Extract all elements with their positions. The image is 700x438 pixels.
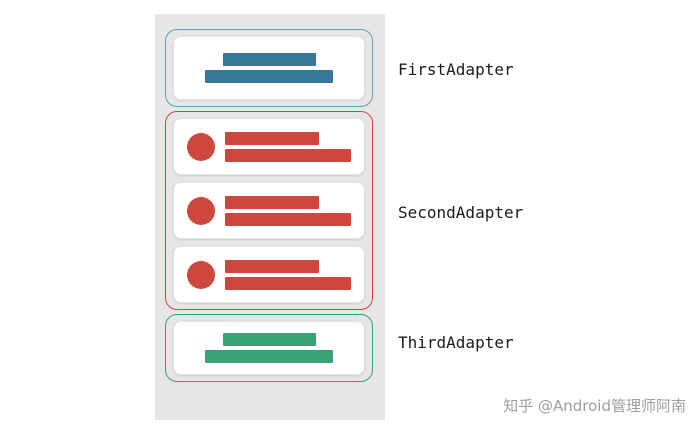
text-line-bar — [222, 333, 316, 346]
avatar-icon — [187, 132, 215, 161]
second-adapter-list-item — [173, 118, 365, 175]
text-line-bar — [225, 148, 351, 162]
text-line-bar — [225, 131, 319, 145]
third-adapter-list-item — [173, 321, 365, 375]
text-line-bar — [225, 195, 319, 209]
watermark-text: 知乎 @Android管理师阿南 — [503, 397, 686, 415]
text-lines — [225, 195, 351, 226]
third-adapter-outline — [165, 314, 373, 382]
first-adapter-outline — [165, 29, 373, 107]
text-lines — [225, 259, 351, 290]
text-line-bar — [222, 53, 316, 66]
third-adapter-label: ThirdAdapter — [398, 333, 514, 352]
text-line-bar — [205, 70, 333, 83]
second-adapter-label: SecondAdapter — [398, 203, 524, 222]
text-line-bar — [225, 259, 319, 273]
text-line-bar — [225, 212, 351, 226]
text-line-bar — [205, 350, 333, 363]
first-adapter-label: FirstAdapter — [398, 60, 514, 79]
second-adapter-list-item — [173, 182, 365, 239]
phone-list-panel — [155, 14, 385, 420]
second-adapter-list-item — [173, 246, 365, 303]
avatar-icon — [187, 260, 215, 289]
text-line-bar — [225, 276, 351, 290]
second-adapter-outline — [165, 111, 373, 310]
text-lines — [225, 131, 351, 162]
first-adapter-list-item — [173, 36, 365, 100]
avatar-icon — [187, 196, 215, 225]
